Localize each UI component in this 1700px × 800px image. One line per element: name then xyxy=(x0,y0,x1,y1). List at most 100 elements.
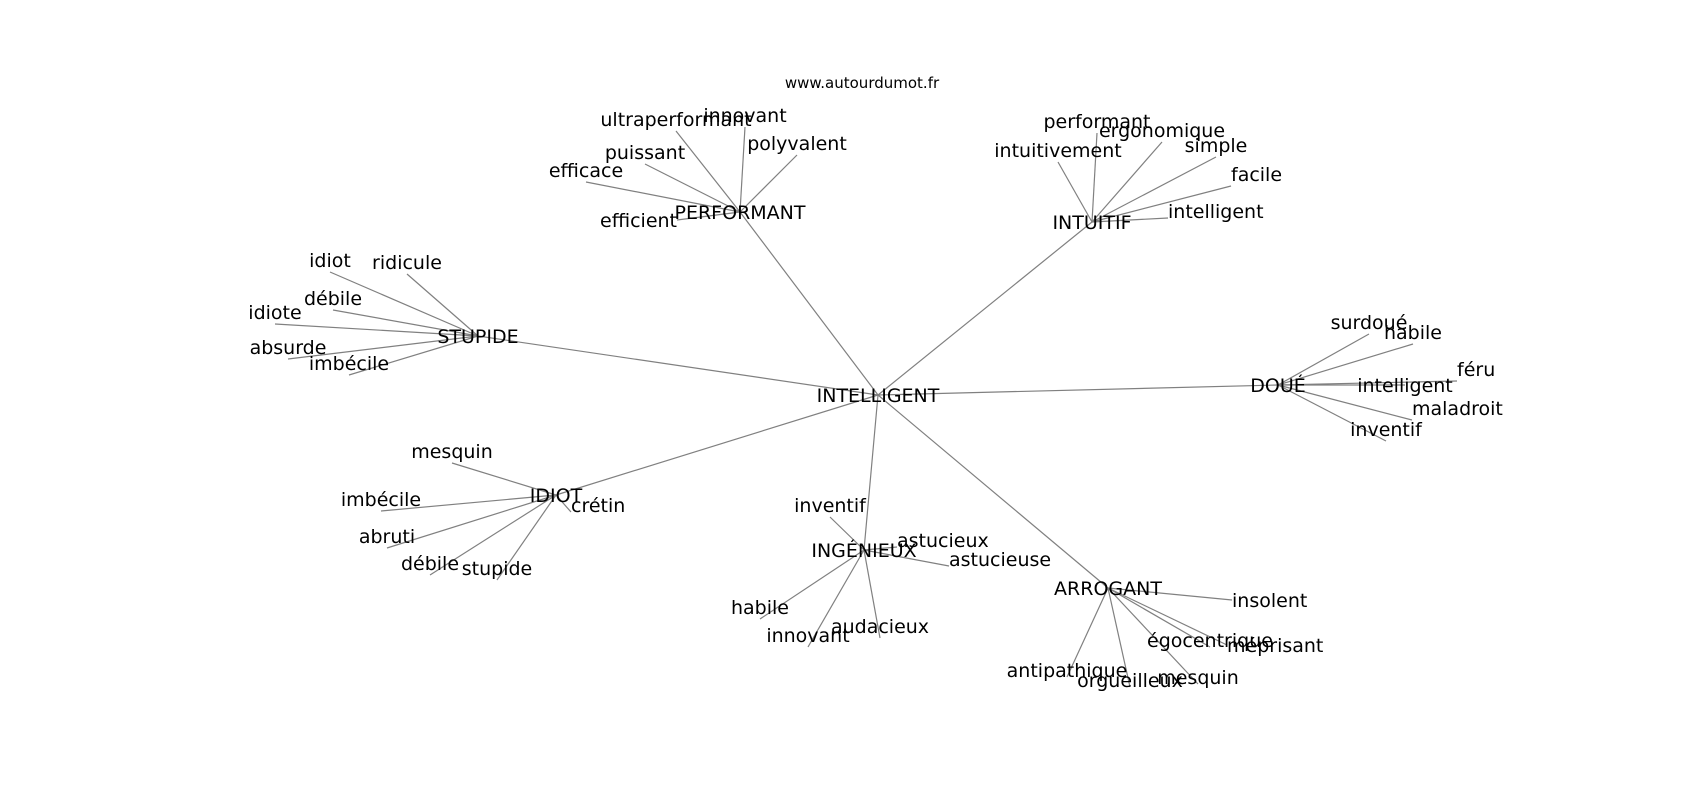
leaf-node-arrogant-2: égocentrique xyxy=(1147,630,1273,652)
edge-stupide-5 xyxy=(348,335,479,376)
leaf-node-performant-3: puissant xyxy=(605,142,685,164)
leaf-node-intuitif-0: performant xyxy=(1044,111,1151,133)
leaf-node-stupide-2: débile xyxy=(304,288,362,310)
leaf-node-idiot-0: mesquin xyxy=(411,441,493,463)
leaf-node-idiot-5: stupide xyxy=(462,558,532,580)
leaf-node-intuitif-4: facile xyxy=(1231,164,1282,186)
edge-stupide-0 xyxy=(329,271,479,337)
leaf-node-performant-0: ultraperformant xyxy=(600,109,751,131)
leaf-node-idiot-2: crétin xyxy=(571,495,625,517)
leaf-node-arrogant-4: orgueilleux xyxy=(1077,670,1183,692)
edge-center-doue xyxy=(877,384,1279,396)
edge-arrogant-5 xyxy=(1066,587,1109,678)
edge-idiot-1 xyxy=(380,494,557,512)
edge-center-arrogant xyxy=(877,394,1109,589)
leaf-node-stupide-3: idiote xyxy=(248,302,301,324)
leaf-node-stupide-5: imbécile xyxy=(309,353,389,375)
hub-node-intuitif: INTUITIF xyxy=(1052,212,1131,234)
edge-performant-1 xyxy=(739,126,746,213)
leaf-node-intuitif-3: intuitivement xyxy=(994,140,1121,162)
edge-stupide-4 xyxy=(287,335,479,360)
edge-intuitif-0 xyxy=(1091,132,1098,223)
leaf-node-doue-4: maladroit xyxy=(1412,398,1503,420)
edge-intuitif-3 xyxy=(1057,161,1093,223)
edge-ingenieux-3 xyxy=(759,549,865,620)
edge-center-ingenieux xyxy=(863,394,879,551)
leaf-node-idiot-1: imbécile xyxy=(341,489,421,511)
edge-intuitif-2 xyxy=(1091,156,1217,223)
hub-node-arrogant: ARROGANT xyxy=(1054,578,1162,600)
leaf-node-ingenieux-3: habile xyxy=(731,597,789,619)
edge-performant-2 xyxy=(739,154,798,213)
center-node-label: INTELLIGENT xyxy=(817,385,940,407)
edge-ingenieux-2 xyxy=(863,549,950,567)
leaf-node-intuitif-5: intelligent xyxy=(1168,201,1264,223)
edge-idiot-4 xyxy=(429,494,557,576)
edge-idiot-2 xyxy=(555,494,572,513)
leaf-node-performant-4: efficace xyxy=(549,160,623,182)
hub-node-stupide: STUPIDE xyxy=(437,326,518,348)
leaf-node-doue-1: habile xyxy=(1384,322,1442,344)
leaf-node-ingenieux-0: inventif xyxy=(794,495,867,517)
leaf-node-idiot-4: débile xyxy=(401,553,459,575)
site-credit: www.autourdumot.fr xyxy=(785,74,940,92)
edge-performant-4 xyxy=(585,181,741,213)
leaf-node-performant-1: innovant xyxy=(703,105,786,127)
leaf-node-doue-0: surdoué xyxy=(1331,312,1408,334)
leaf-node-intuitif-2: simple xyxy=(1185,135,1248,157)
leaf-node-arrogant-5: antipathique xyxy=(1007,660,1128,682)
leaf-node-arrogant-3: mesquin xyxy=(1157,667,1239,689)
hub-node-doue: DOUÉ xyxy=(1250,374,1306,397)
leaf-node-doue-2: féru xyxy=(1457,359,1495,381)
edge-ingenieux-0 xyxy=(829,516,865,551)
edge-center-stupide xyxy=(477,335,879,396)
edge-idiot-3 xyxy=(386,494,557,549)
edge-intuitif-4 xyxy=(1091,185,1232,223)
edge-center-idiot xyxy=(555,394,879,496)
leaf-node-intuitif-1: ergonomique xyxy=(1099,120,1225,142)
edge-ingenieux-4 xyxy=(863,549,881,639)
edge-center-performant xyxy=(739,211,879,396)
leaf-node-stupide-4: absurde xyxy=(250,337,327,359)
edge-stupide-3 xyxy=(274,323,479,337)
hub-node-ingenieux: INGÉNIEUX xyxy=(811,539,916,562)
edge-arrogant-0 xyxy=(1107,587,1233,601)
edge-stupide-1 xyxy=(406,273,479,337)
edge-doue-1 xyxy=(1277,343,1414,386)
leaf-node-doue-3: intelligent xyxy=(1357,375,1453,397)
edge-doue-2 xyxy=(1277,380,1458,386)
edge-arrogant-4 xyxy=(1107,587,1131,688)
leaf-node-ingenieux-5: innovant xyxy=(766,625,849,647)
leaf-node-performant-2: polyvalent xyxy=(747,133,847,155)
leaf-node-ingenieux-2: astucieuse xyxy=(949,549,1051,571)
edge-intuitif-1 xyxy=(1091,141,1163,223)
edge-ingenieux-5 xyxy=(807,549,865,648)
edge-doue-5 xyxy=(1277,384,1387,442)
edge-center-intuitif xyxy=(877,221,1093,396)
leaf-node-stupide-1: ridicule xyxy=(372,252,442,274)
hub-node-idiot: IDIOT xyxy=(530,485,583,507)
leaf-node-performant-5: efficient xyxy=(600,210,677,232)
hub-node-performant: PERFORMANT xyxy=(675,202,806,224)
leaf-node-ingenieux-4: audacieux xyxy=(831,616,929,638)
edge-arrogant-3 xyxy=(1107,587,1199,685)
leaf-node-stupide-0: idiot xyxy=(309,250,351,272)
edge-ingenieux-1 xyxy=(863,546,898,551)
leaf-node-arrogant-0: insolent xyxy=(1232,590,1307,612)
edge-performant-5 xyxy=(676,211,741,221)
edge-idiot-0 xyxy=(451,462,557,496)
edge-doue-4 xyxy=(1277,384,1413,421)
leaf-node-ingenieux-1: astucieux xyxy=(897,530,989,552)
edge-arrogant-2 xyxy=(1107,587,1211,648)
graph-labels: INTELLIGENTPERFORMANTultraperformantinno… xyxy=(248,105,1503,692)
edge-performant-0 xyxy=(675,130,741,213)
leaf-node-idiot-3: abruti xyxy=(359,526,415,548)
graph-edges xyxy=(274,126,1458,688)
edge-stupide-2 xyxy=(332,309,479,337)
edge-doue-0 xyxy=(1277,333,1370,386)
edge-performant-3 xyxy=(644,163,741,213)
edge-arrogant-1 xyxy=(1107,587,1228,646)
leaf-node-doue-5: inventif xyxy=(1350,419,1423,441)
